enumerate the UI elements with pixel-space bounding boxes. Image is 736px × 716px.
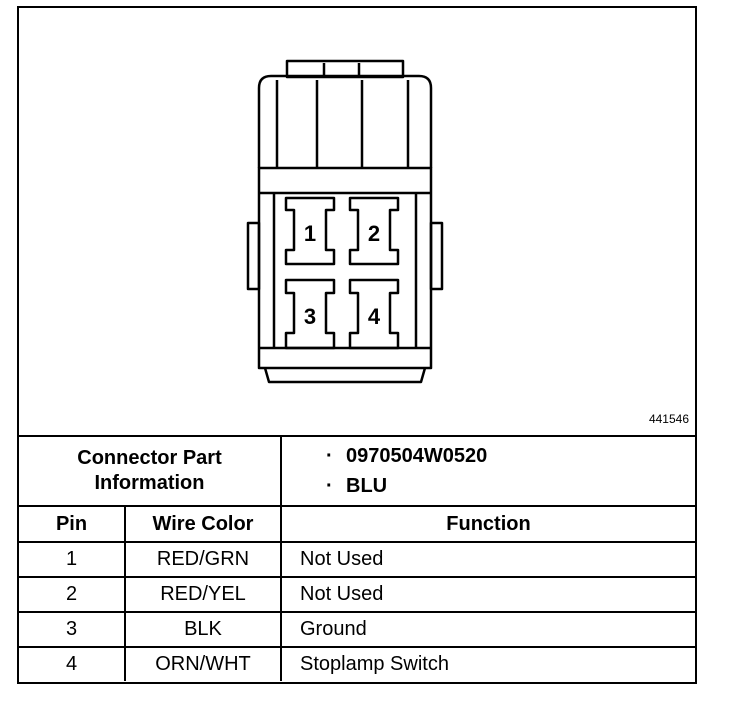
- latch-tab: [285, 59, 405, 79]
- function-cell: Ground: [280, 611, 695, 648]
- bullet: ·: [326, 475, 333, 497]
- bullet: ·: [326, 445, 333, 467]
- table-row: 3 BLK Ground: [19, 611, 695, 648]
- housing-bottom-lip: [263, 367, 427, 384]
- wire-color-cell: RED/GRN: [124, 541, 282, 578]
- wire-color-cell: BLK: [124, 611, 282, 648]
- part-info-label-line2: Information: [94, 472, 205, 494]
- pin-cell: 2: [19, 576, 126, 613]
- wire-color-cell: ORN/WHT: [124, 646, 282, 681]
- part-number: ·0970504W0520: [326, 441, 695, 471]
- cavity-3: [284, 278, 336, 350]
- function-cell: Not Used: [280, 541, 695, 578]
- side-ear-right: [429, 221, 444, 291]
- function-cell: Stoplamp Switch: [280, 646, 695, 681]
- part-info-row: Connector Part Information ·0970504W0520…: [19, 437, 695, 507]
- header-function: Function: [280, 505, 695, 543]
- pin-cell: 3: [19, 611, 126, 648]
- table-row: 2 RED/YEL Not Used: [19, 576, 695, 613]
- wire-color-cell: RED/YEL: [124, 576, 282, 613]
- connector-face-drawing: 1 2 3 4: [246, 59, 444, 384]
- part-info-label: Connector Part Information: [19, 437, 282, 507]
- header-pin: Pin: [19, 505, 126, 543]
- pin-cell: 1: [19, 541, 126, 578]
- cavity-1: [284, 196, 336, 266]
- connector-diagram: 1 2 3 4 441546: [19, 8, 695, 437]
- pin-cell: 4: [19, 646, 126, 681]
- pin-label-1: 1: [304, 221, 316, 246]
- pin-label-2: 2: [368, 221, 380, 246]
- table-header-row: Pin Wire Color Function: [19, 505, 695, 543]
- housing-upper: [257, 74, 433, 168]
- connector-pinout-table: Connector Part Information ·0970504W0520…: [19, 437, 695, 681]
- figure-id: 441546: [648, 412, 689, 426]
- cavity-2: [348, 196, 400, 266]
- function-cell: Not Used: [280, 576, 695, 613]
- part-info-values: ·0970504W0520 ·BLU: [280, 437, 695, 507]
- side-ear-left: [246, 221, 261, 291]
- connector-color: ·BLU: [326, 471, 695, 501]
- part-info-label-line1: Connector Part: [77, 447, 222, 469]
- header-wire-color: Wire Color: [124, 505, 282, 543]
- table-row: 4 ORN/WHT Stoplamp Switch: [19, 646, 695, 681]
- pin-label-3: 3: [304, 304, 316, 329]
- connector-chart-frame: 1 2 3 4 441546 Connector Part Informatio…: [17, 6, 697, 684]
- table-row: 1 RED/GRN Not Used: [19, 541, 695, 578]
- pin-label-4: 4: [368, 304, 381, 329]
- cavity-4: [348, 278, 400, 350]
